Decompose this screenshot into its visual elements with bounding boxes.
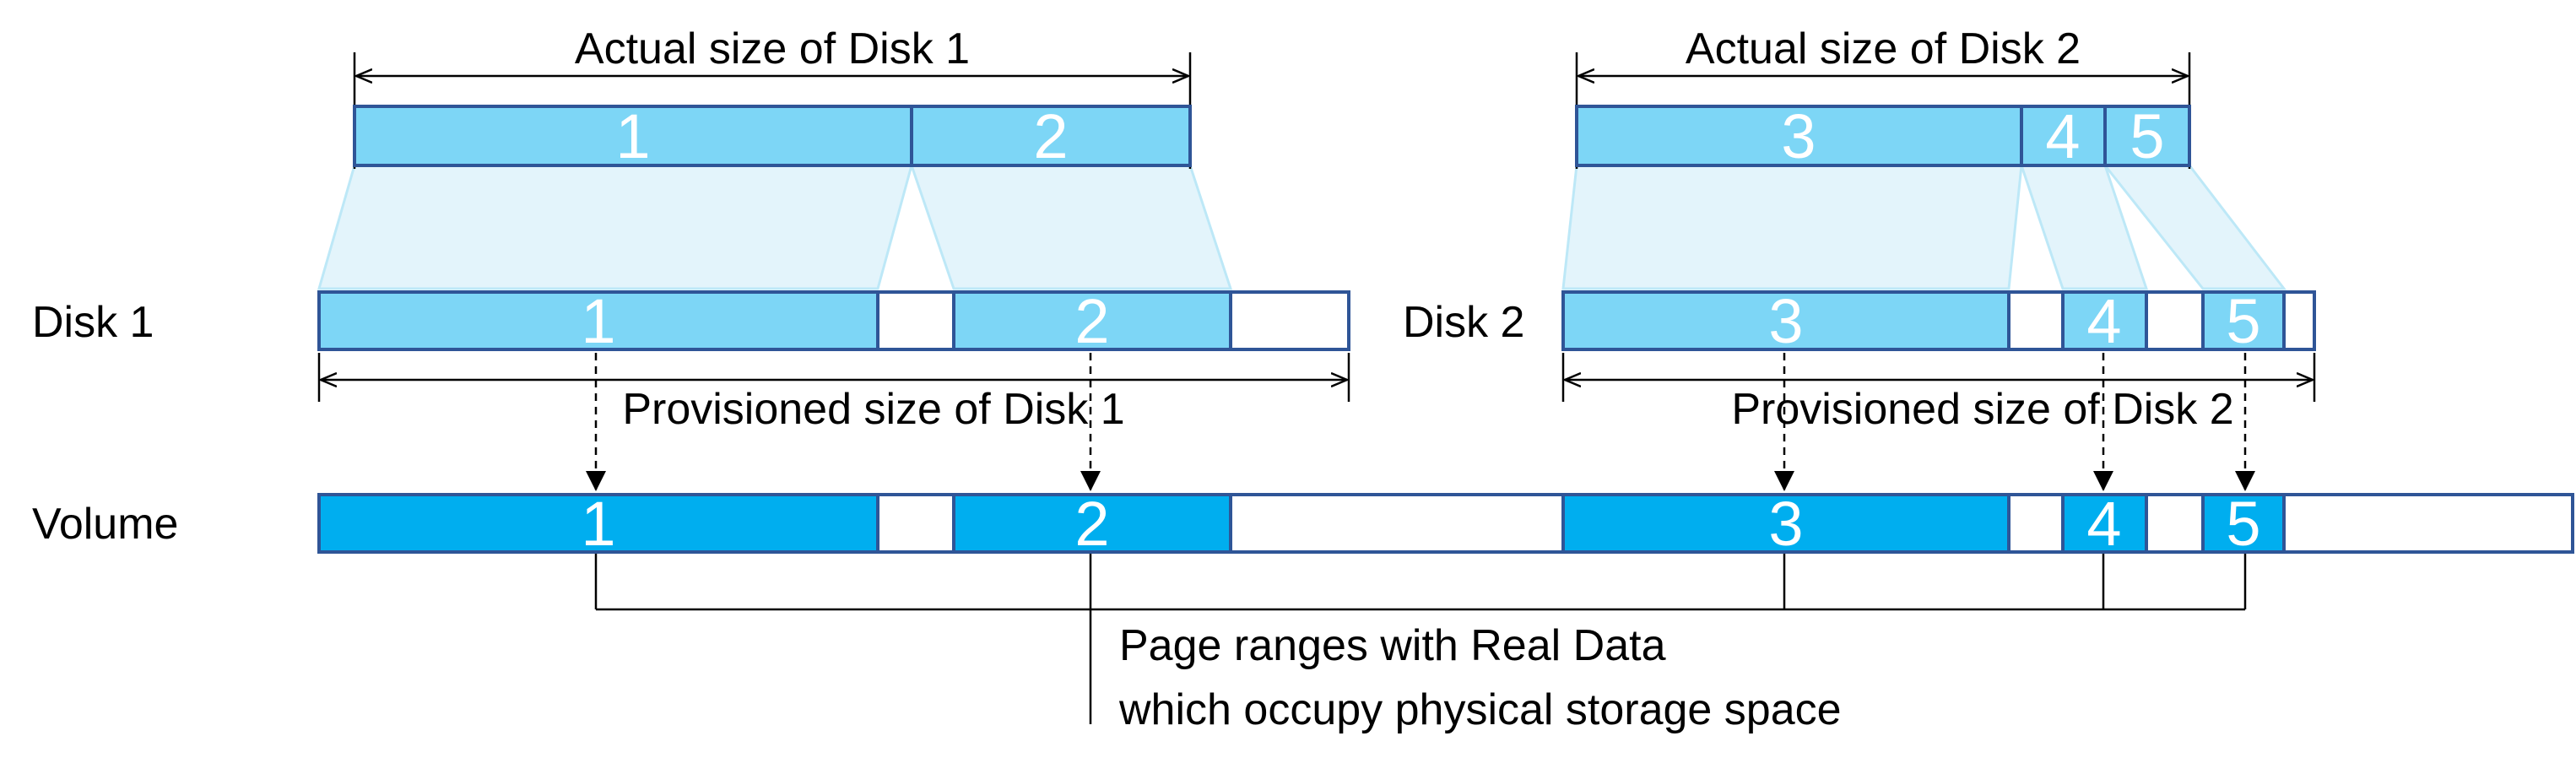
caption-line-2: which occupy physical storage space bbox=[1118, 685, 1842, 734]
actual-disk1-segment-2-label: 2 bbox=[1033, 101, 1068, 171]
volume-segment-2-label: 2 bbox=[1074, 489, 1109, 559]
caption-line-1: Page ranges with Real Data bbox=[1119, 621, 1666, 670]
volume-outline bbox=[317, 493, 2574, 554]
provisioned-disk2-outline bbox=[1561, 290, 2316, 351]
actual-disk2-segment-5 bbox=[2103, 105, 2191, 167]
provisioned-disk1: Disk 1 1 2 Provisioned size of Disk 1 bbox=[32, 286, 1350, 434]
volume-segment-1 bbox=[319, 495, 878, 552]
provisioned-disk1-segment-2 bbox=[954, 292, 1231, 349]
provisioned-disk1-outline bbox=[317, 290, 1350, 351]
provisioned-disk2-segment-4-label: 4 bbox=[2086, 286, 2121, 356]
provisioned-disk1-segment-1 bbox=[319, 292, 878, 349]
provisioned-disk2-label: Provisioned size of Disk 2 bbox=[1731, 385, 2233, 434]
provisioned-disk2-segment-5 bbox=[2203, 292, 2284, 349]
provisioned-disk2-segment-3-label: 3 bbox=[1768, 286, 1803, 356]
real-data-bracket: Page ranges with Real Data which occupy … bbox=[594, 554, 2247, 734]
actual-disk2-label: Actual size of Disk 2 bbox=[1686, 24, 2081, 73]
volume: Volume 1 2 3 4 5 bbox=[32, 489, 2574, 559]
volume-segment-5 bbox=[2203, 495, 2284, 552]
provisioned-disk1-segment-2-label: 2 bbox=[1074, 286, 1109, 356]
provisioned-disk2: Disk 2 3 4 5 Provisioned size of Disk 2 bbox=[1403, 286, 2316, 434]
actual-disk2-segment-5-label: 5 bbox=[2130, 101, 2164, 171]
volume-segment-1-label: 1 bbox=[581, 489, 615, 559]
volume-segment-4-label: 4 bbox=[2086, 489, 2121, 559]
mapping-segment-1 bbox=[317, 164, 913, 290]
volume-segment-4 bbox=[2063, 495, 2146, 552]
volume-segment-2 bbox=[954, 495, 1231, 552]
volume-segment-3 bbox=[1563, 495, 2009, 552]
actual-disk1-label: Actual size of Disk 1 bbox=[575, 24, 970, 73]
provisioned-disk2-segment-5-label: 5 bbox=[2226, 286, 2260, 356]
provisioned-disk1-label: Provisioned size of Disk 1 bbox=[622, 385, 1124, 434]
provisioned-disk2-segment-3 bbox=[1563, 292, 2009, 349]
volume-row-label: Volume bbox=[32, 500, 178, 549]
provisioned-disk1-segment-1-label: 1 bbox=[581, 286, 615, 356]
mapping-segment-2 bbox=[909, 164, 1233, 290]
actual-disk1: Actual size of Disk 1 1 2 bbox=[353, 24, 1192, 171]
actual-disk2-segment-4-label: 4 bbox=[2045, 101, 2080, 171]
mapping-shapes bbox=[317, 164, 2287, 290]
provisioned-disk2-segment-4 bbox=[2063, 292, 2146, 349]
actual-disk2-segment-4 bbox=[2020, 105, 2107, 167]
actual-disk1-segment-2 bbox=[910, 105, 1192, 167]
mapping-segment-3 bbox=[1561, 164, 2023, 290]
actual-disk2-segment-3-label: 3 bbox=[1781, 101, 1816, 171]
actual-disk1-segment-1-label: 1 bbox=[615, 101, 650, 171]
actual-disk2: Actual size of Disk 2 3 4 5 bbox=[1575, 24, 2191, 171]
volume-segment-3-label: 3 bbox=[1768, 489, 1803, 559]
disk1-row-label: Disk 1 bbox=[32, 298, 154, 347]
volume-segment-5-label: 5 bbox=[2226, 489, 2260, 559]
disk2-row-label: Disk 2 bbox=[1403, 298, 1524, 347]
mapping-arrows bbox=[586, 353, 2255, 491]
